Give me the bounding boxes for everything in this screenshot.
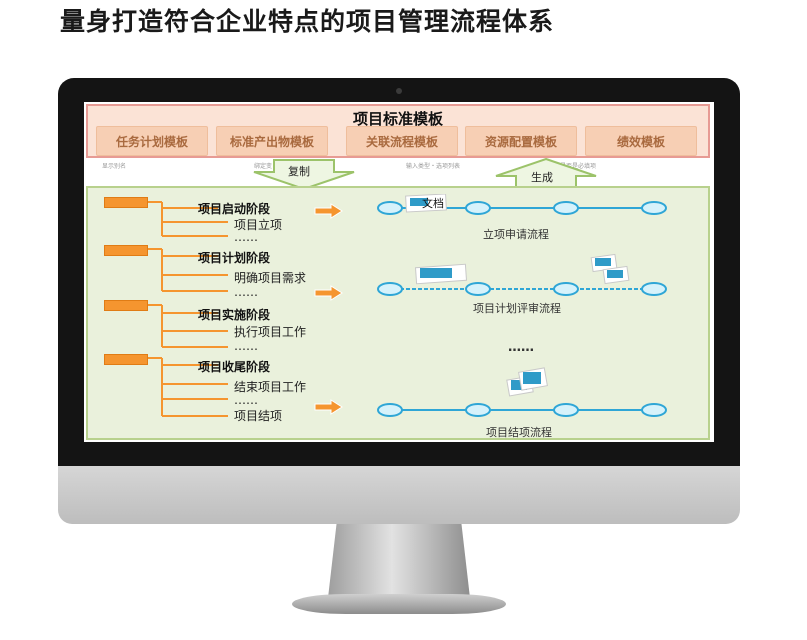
process-template-button[interactable]: 关联流程模板 [346,126,458,156]
phase-item: …… [234,339,258,353]
phase-item[interactable]: 项目结项 [234,409,283,423]
field-hint: 输入类型・选项列表 [406,163,461,170]
phase-title[interactable]: 项目实施阶段 [198,308,271,322]
more-ellipsis: …… [508,340,534,355]
copy-arrow-icon [253,159,355,190]
template-panel-title: 项目标准模板 [352,110,443,128]
copy-arrow-label: 复制 [288,165,310,178]
field-hint: 是否是必填项 [560,163,597,170]
arrow-right-icon [314,399,343,415]
phase-item[interactable]: 明确项目需求 [234,271,307,285]
arrow-right-icon [314,203,343,219]
generate-arrow-label: 生成 [531,171,553,184]
flow-label[interactable]: 立项申请流程 [483,228,549,241]
phase-marker [104,354,148,365]
phase-tree-lines [146,201,228,417]
page-title: 量身打造符合企业特点的项目管理流程体系 [60,7,555,36]
phase-item: …… [234,393,258,407]
task-plan-template-button[interactable]: 任务计划模板 [96,126,208,156]
phase-title[interactable]: 项目计划阶段 [198,251,271,265]
phase-item: …… [234,230,258,244]
template-panel: 项目标准模板 任务计划模板 标准产出物模板 关联流程模板 资源配置模板 绩效模板 [86,104,710,158]
camera-icon [396,88,402,94]
phase-marker [104,245,148,256]
process-panel: 项目启动阶段 项目立项 …… 项目计划阶段 明确项目需求 …… 项目实施阶段 执… [86,186,710,440]
monitor-base [292,594,506,614]
phase-item[interactable]: 项目立项 [234,218,283,232]
document-label: 文档 [422,197,444,210]
phase-title[interactable]: 项目启动阶段 [198,202,271,216]
phase-item[interactable]: 执行项目工作 [234,325,307,339]
arrow-right-icon [314,285,343,301]
resource-template-button[interactable]: 资源配置模板 [465,126,577,156]
screen: 项目标准模板 任务计划模板 标准产出物模板 关联流程模板 资源配置模板 绩效模板… [84,102,714,442]
performance-template-button[interactable]: 绩效模板 [585,126,697,156]
monitor-stand [328,524,470,598]
flow-diagrams [377,194,667,417]
phase-title[interactable]: 项目收尾阶段 [198,360,271,374]
field-hint: 显示别名 [102,163,127,170]
phase-marker [104,300,148,311]
flow-label[interactable]: 项目计划评审流程 [473,302,561,315]
field-hint: 绑定变 [254,163,273,170]
phase-marker [104,197,148,208]
phase-item[interactable]: 结束项目工作 [234,380,307,394]
monitor-chin [58,466,740,524]
phase-item: …… [234,285,258,299]
deliverable-template-button[interactable]: 标准产出物模板 [216,126,328,156]
flow-label[interactable]: 项目结项流程 [486,426,552,439]
